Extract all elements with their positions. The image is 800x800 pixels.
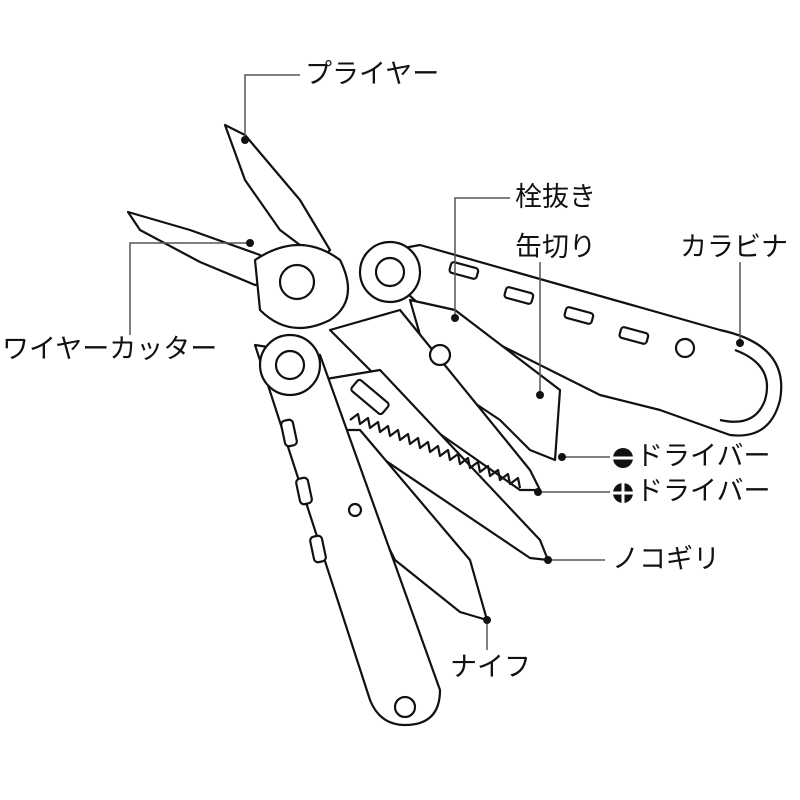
plier-jaw-lower bbox=[126, 210, 277, 287]
label-phillips-driver-row: ドライバー bbox=[612, 477, 770, 507]
phillips-cross-icon bbox=[613, 482, 633, 503]
label-saw: ノコギリ bbox=[612, 544, 720, 575]
label-phillips-driver: ドライバー bbox=[636, 476, 771, 507]
label-carabiner: カラビナ bbox=[680, 232, 788, 263]
label-wire-cutter: ワイヤーカッター bbox=[2, 334, 218, 365]
label-knife: ナイフ bbox=[450, 652, 531, 683]
label-pliers: プライヤー bbox=[305, 59, 440, 90]
handle bbox=[253, 343, 442, 727]
label-flat-driver-row: ドライバー bbox=[612, 442, 770, 472]
plier-jaw-upper bbox=[223, 123, 332, 262]
flathead-slot-icon bbox=[613, 447, 633, 468]
label-bottle-opener: 栓抜き bbox=[515, 182, 596, 213]
saw-teeth bbox=[349, 412, 522, 489]
leader-lines bbox=[129, 74, 741, 650]
label-can-opener: 缶切り bbox=[515, 232, 596, 263]
carabiner-gate bbox=[719, 348, 769, 423]
leader-dots bbox=[241, 136, 744, 624]
label-flat-driver: ドライバー bbox=[636, 441, 771, 472]
carabiner-body bbox=[363, 243, 783, 437]
